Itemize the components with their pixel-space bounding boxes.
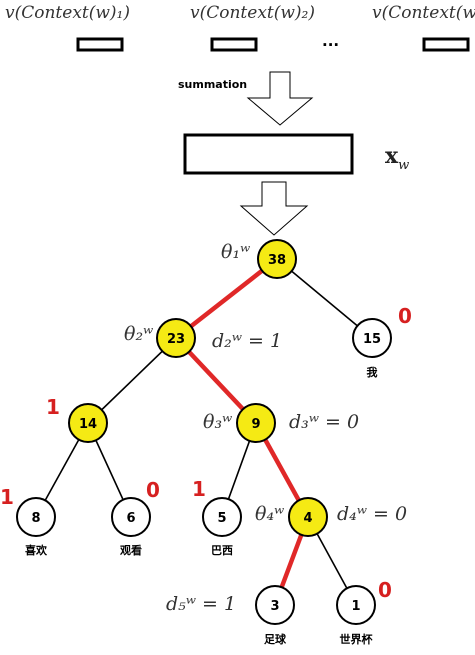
context-vector-box-2 (210, 37, 258, 52)
d2-label: d₂ʷ = 1 (212, 330, 282, 352)
theta-1-label: θ₁ʷ (221, 241, 250, 263)
node-23-value: 23 (167, 332, 185, 347)
d5-label: d₅ʷ = 1 (166, 593, 236, 615)
context-vector-label-1: v(Context(w)₁) (5, 3, 130, 23)
node-9-value: 9 (251, 417, 260, 432)
context-vector-label-3: v(Context(w (372, 3, 475, 23)
node-3-value: 3 (270, 599, 279, 614)
bit-node-1: 0 (378, 578, 392, 602)
theta-4-label: θ₄ʷ (255, 503, 284, 525)
node-38: 38 (257, 239, 297, 279)
theta-2-label: θ₂ʷ (124, 323, 153, 345)
node-1: 1 (336, 585, 376, 625)
node-14: 14 (68, 403, 108, 443)
bit-node-15: 0 (398, 304, 412, 328)
word-node-15: 我 (367, 365, 378, 379)
word-node-1: 世界杯 (340, 632, 374, 646)
node-15: 15 (352, 318, 392, 358)
d3-label: d₃ʷ = 0 (289, 411, 359, 433)
node-6: 6 (111, 497, 151, 537)
theta-3-label: θ₃ʷ (203, 411, 232, 433)
projection-arrow (239, 181, 309, 236)
node-5: 5 (202, 497, 242, 537)
word-node-6: 观看 (120, 543, 142, 557)
path-edge-38-23 (174, 257, 279, 340)
node-38-value: 38 (268, 253, 286, 268)
summation-label: summation (178, 78, 247, 91)
word-node-8: 喜欢 (25, 543, 48, 557)
node-5-value: 5 (217, 511, 226, 526)
context-vector-label-2: v(Context(w)₂) (190, 3, 315, 23)
context-vector-box-1 (76, 37, 124, 52)
edge-23-14 (87, 337, 177, 424)
node-3: 3 (255, 585, 295, 625)
d4-label: d₄ʷ = 0 (337, 503, 407, 525)
edge-38-15 (276, 258, 373, 339)
word-node-5: 巴西 (211, 544, 233, 557)
node-9: 9 (236, 403, 276, 443)
context-vector-box-3 (422, 37, 470, 52)
node-23: 23 (156, 318, 196, 358)
bit-node-8: 1 (0, 485, 14, 509)
node-15-value: 15 (363, 332, 381, 347)
node-6-value: 6 (126, 511, 135, 526)
ellipsis: ··· (322, 36, 339, 54)
node-14-value: 14 (79, 417, 97, 432)
bit-node-5: 1 (192, 477, 206, 501)
projection-box (183, 133, 354, 175)
word-node-3: 足球 (264, 632, 287, 646)
bit-node-6: 0 (146, 478, 160, 502)
node-8: 8 (16, 497, 56, 537)
bit-node-14: 1 (46, 395, 60, 419)
node-8-value: 8 (31, 511, 40, 526)
summation-arrow (246, 71, 314, 126)
node-4-value: 4 (303, 511, 312, 526)
node-4: 4 (288, 497, 328, 537)
node-1-value: 1 (351, 599, 360, 614)
projection-label: xw (385, 143, 409, 173)
